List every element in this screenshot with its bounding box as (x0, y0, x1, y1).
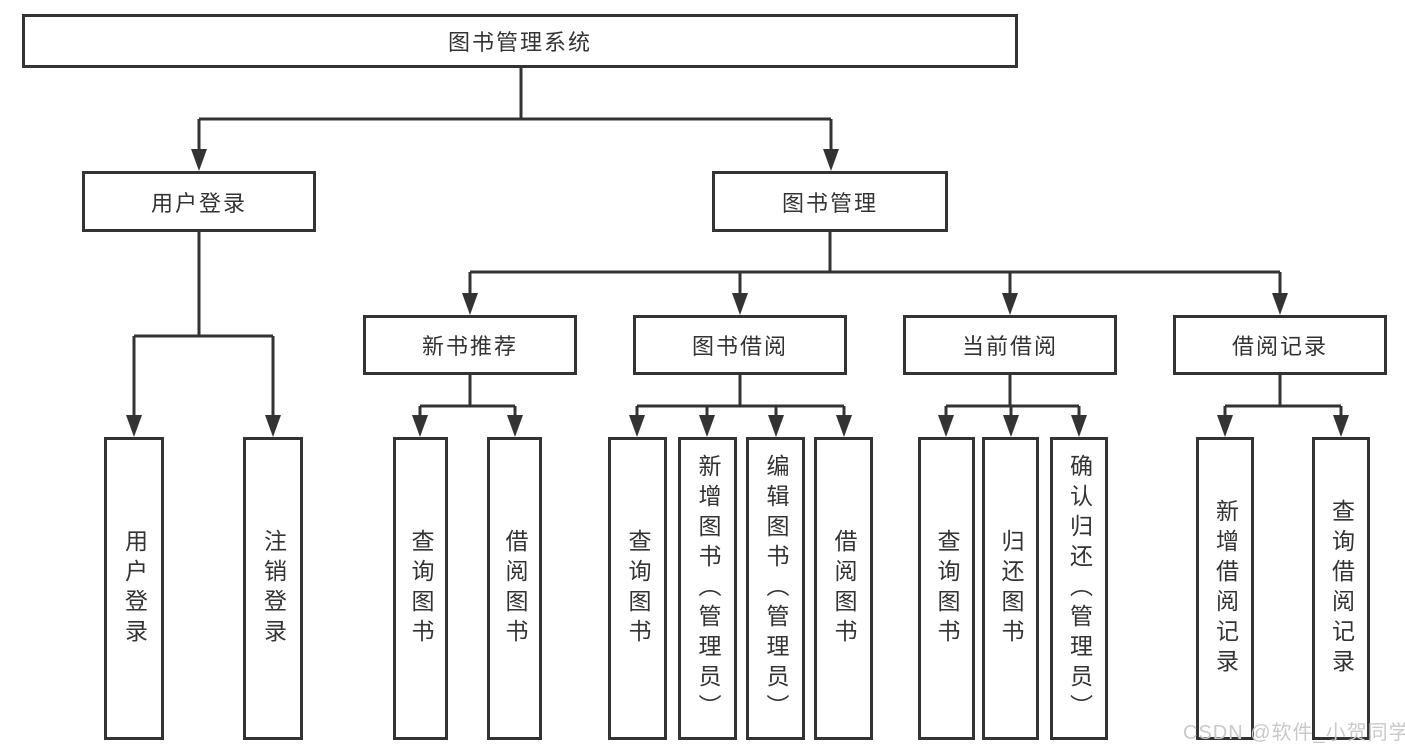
connector-current-borrow-to-leaves (944, 375, 1081, 416)
csdn-watermark: CSDN @软件_小贺同学 (1183, 722, 1405, 744)
arrowhead (462, 293, 478, 315)
arrowhead (1333, 415, 1349, 437)
leaf-add-borrow-record: 新增借阅记录 (1196, 437, 1254, 740)
leaf-query-books-borrow: 查询图书 (608, 437, 667, 740)
connector-root-to-level1 (197, 68, 833, 150)
leaf-query-books-recommend: 查询图书 (393, 437, 448, 740)
leaf-query-books-current: 查询图书 (918, 437, 975, 740)
arrowhead (1003, 415, 1019, 437)
node-user-login: 用户登录 (82, 171, 316, 232)
arrowhead (629, 415, 645, 437)
leaf-borrow-books-recommend: 借阅图书 (487, 437, 542, 740)
connector-new-book-to-leaves (418, 375, 517, 416)
arrowhead (768, 415, 784, 437)
leaf-edit-book-admin: 编辑图书（管理员） (746, 437, 805, 740)
leaf-add-book-admin: 新增图书（管理员） (678, 437, 737, 740)
arrowhead (836, 415, 852, 437)
arrowhead (1272, 293, 1288, 315)
leaf-return-book: 归还图书 (982, 437, 1039, 740)
node-book-borrow: 图书借阅 (633, 315, 847, 375)
arrowhead (1217, 415, 1233, 437)
arrowhead (1071, 415, 1087, 437)
arrowhead (1002, 293, 1018, 315)
arrowhead (938, 415, 954, 437)
arrowhead (191, 149, 207, 171)
arrowhead (699, 415, 715, 437)
node-root-library-system: 图书管理系统 (22, 14, 1018, 68)
node-new-book-recommend: 新书推荐 (363, 315, 577, 375)
node-current-borrow: 当前借阅 (903, 315, 1117, 375)
arrowhead (412, 415, 428, 437)
leaf-confirm-return-admin: 确认归还（管理员） (1050, 437, 1108, 740)
arrowhead (265, 415, 281, 437)
leaf-logout: 注销登录 (243, 437, 303, 740)
node-book-management: 图书管理 (712, 171, 948, 232)
arrowhead (126, 415, 142, 437)
connector-user-login-to-leaves (132, 232, 275, 416)
connector-book-borrow-to-leaves (635, 375, 846, 416)
arrowhead (507, 415, 523, 437)
arrowhead (823, 149, 839, 171)
connector-borrow-records-to-leaves (1223, 375, 1343, 416)
leaf-user-login: 用户登录 (104, 437, 164, 740)
node-borrow-records: 借阅记录 (1173, 315, 1387, 375)
leaf-borrow-books: 借阅图书 (814, 437, 873, 740)
leaf-query-borrow-record: 查询借阅记录 (1312, 437, 1370, 740)
arrowhead (732, 293, 748, 315)
connector-book-management-to-level2 (468, 232, 1282, 294)
